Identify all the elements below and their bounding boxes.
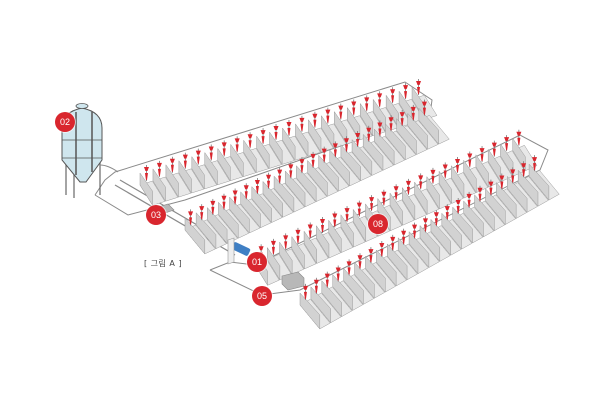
callout-badge-05: 05 [252, 286, 272, 306]
feeder-row-2 [184, 99, 450, 255]
feeder-rows [139, 79, 560, 330]
feeder-row-3 [254, 129, 538, 287]
feeder-row-4 [299, 155, 560, 330]
figure-caption: [ 그림 A ] [144, 259, 183, 268]
feeder-row-1 [139, 79, 438, 207]
callout-badge-03: 03 [146, 205, 166, 225]
callout-badge-08: 08 [368, 214, 388, 234]
callout-badge-02: 02 [55, 112, 75, 132]
callout-badge-01: 01 [247, 252, 267, 272]
